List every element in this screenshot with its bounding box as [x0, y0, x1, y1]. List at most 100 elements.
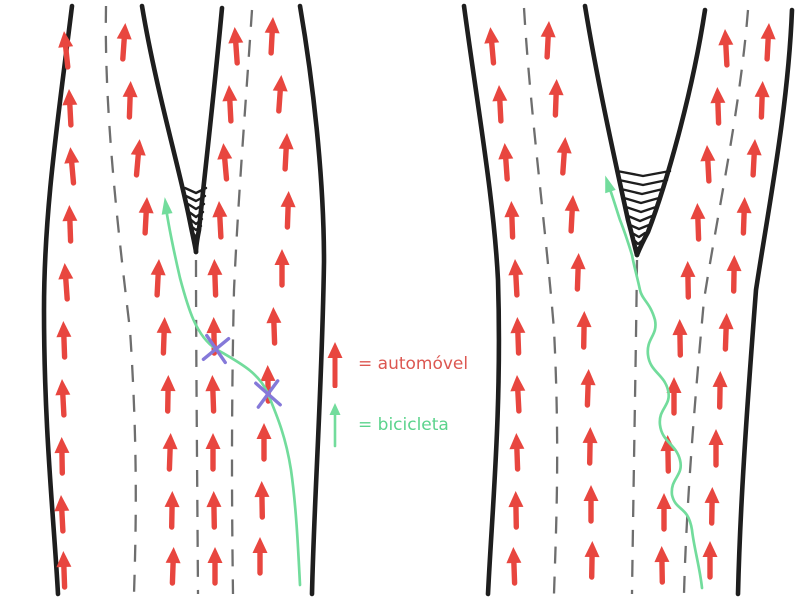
car-flow-arrow	[58, 31, 74, 70]
car-flow-arrow	[256, 423, 272, 462]
car-flow-arrow	[205, 375, 221, 414]
left-diagram-bike-arrowhead	[161, 197, 173, 215]
legend-bike-row: = bicicleta	[324, 402, 468, 448]
car-flow-arrow	[165, 547, 181, 586]
car-flow-arrow	[548, 79, 564, 118]
car-flow-arrow	[164, 491, 180, 530]
bike-arrow-icon	[329, 403, 341, 448]
car-flow-arrow	[509, 433, 525, 472]
car-flow-arrow	[116, 23, 132, 62]
car-flow-arrow	[206, 491, 222, 530]
car-flow-arrow	[54, 495, 70, 534]
car-flow-arrow	[540, 21, 556, 60]
right-diagram-right-edge	[735, 7, 795, 597]
car-flow-arrow	[56, 321, 72, 360]
car-flow-arrow	[138, 197, 154, 236]
car-flow-arrow	[702, 541, 718, 580]
left-diagram-car-arrows	[54, 17, 296, 590]
car-flow-arrow	[160, 375, 176, 414]
conflict-x-mark	[254, 379, 282, 409]
car-flow-arrow	[492, 85, 508, 124]
right-diagram-lane-dash-right	[682, 9, 750, 595]
car-flow-arrow	[504, 201, 520, 240]
car-flow-arrow	[580, 369, 596, 408]
car-flow-arrow	[510, 317, 526, 356]
car-flow-arrow	[556, 137, 572, 176]
car-flow-arrow	[150, 259, 166, 298]
car-flow-arrow	[130, 139, 146, 178]
legend: = automóvel = bicicleta	[324, 340, 468, 448]
car-flow-arrow	[508, 491, 524, 530]
car-flow-arrow	[704, 487, 720, 526]
car-flow-arrow	[726, 255, 742, 294]
car-flow-arrow	[207, 547, 223, 586]
car-arrow-icon	[327, 342, 343, 388]
car-flow-arrow	[584, 541, 600, 580]
left-diagram-conflict-marks	[201, 333, 282, 409]
car-flow-arrow	[162, 433, 178, 472]
car-flow-arrow	[252, 537, 268, 576]
car-flow-arrow	[274, 249, 290, 288]
conflict-x-mark	[201, 333, 231, 365]
car-flow-arrow	[746, 139, 762, 178]
right-diagram-lane-dash-center	[630, 259, 639, 595]
left-diagram-right-edge	[297, 3, 327, 597]
car-flow-arrow	[498, 143, 514, 182]
left-diagram-bike-path	[164, 206, 302, 587]
car-flow-arrow	[205, 433, 221, 472]
left-diagram-lane-dash-left	[104, 5, 137, 595]
right-diagram-bike-arrowhead	[605, 175, 616, 194]
car-flow-arrow	[212, 201, 228, 240]
car-flow-arrow	[672, 319, 688, 358]
car-flow-arrow	[484, 27, 500, 66]
car-flow-arrow	[680, 261, 696, 300]
car-flow-arrow	[708, 429, 724, 468]
left-diagram-gore-hatching	[183, 186, 208, 250]
left-diagram-left-edge	[41, 3, 75, 597]
car-flow-arrow	[62, 89, 78, 128]
legend-bike-label: = bicicleta	[358, 415, 449, 435]
left-diagram-fork-inner-right-edge	[193, 5, 225, 255]
car-flow-arrow	[736, 197, 752, 236]
car-flow-arrow	[228, 27, 244, 66]
car-flow-arrow	[254, 481, 270, 520]
car-flow-arrow	[156, 317, 172, 356]
car-flow-arrow	[718, 313, 734, 352]
car-flow-arrow	[718, 29, 734, 68]
car-flow-arrow	[583, 485, 599, 524]
right-diagram-left-edge	[461, 3, 502, 597]
car-flow-arrow	[760, 23, 776, 62]
car-flow-arrow	[56, 551, 72, 590]
car-flow-arrow	[712, 371, 728, 410]
car-flow-arrow	[54, 437, 70, 476]
car-flow-arrow	[264, 17, 280, 56]
legend-car-row: = automóvel	[324, 340, 468, 388]
left-diagram-lane-dash-center	[194, 259, 200, 595]
car-flow-arrow	[654, 546, 670, 585]
car-flow-arrow	[266, 307, 282, 346]
car-flow-arrow	[222, 85, 238, 124]
car-flow-arrow	[278, 133, 294, 172]
car-flow-arrow	[666, 377, 682, 416]
car-flow-arrow	[754, 81, 770, 120]
car-flow-arrow	[280, 191, 296, 230]
car-flow-arrow	[576, 311, 592, 350]
right-diagram-gore-hatching	[615, 169, 672, 255]
right-diagram-bike-path	[606, 182, 704, 590]
car-flow-arrow	[690, 203, 706, 242]
car-flow-arrow	[564, 195, 580, 234]
car-flow-arrow	[55, 379, 71, 418]
car-flow-arrow	[272, 75, 288, 114]
right-diagram-fork-inner-left-edge	[582, 3, 640, 258]
right-diagram	[461, 3, 795, 597]
right-diagram-car-arrows	[484, 21, 776, 586]
left-diagram-fork-inner-left-edge	[139, 3, 199, 255]
car-flow-arrow	[700, 145, 716, 184]
car-flow-arrow	[510, 375, 526, 414]
legend-car-label: = automóvel	[358, 354, 469, 374]
car-flow-arrow	[64, 147, 80, 186]
right-diagram-lane-dash-left	[522, 7, 559, 595]
car-flow-arrow	[508, 259, 524, 298]
